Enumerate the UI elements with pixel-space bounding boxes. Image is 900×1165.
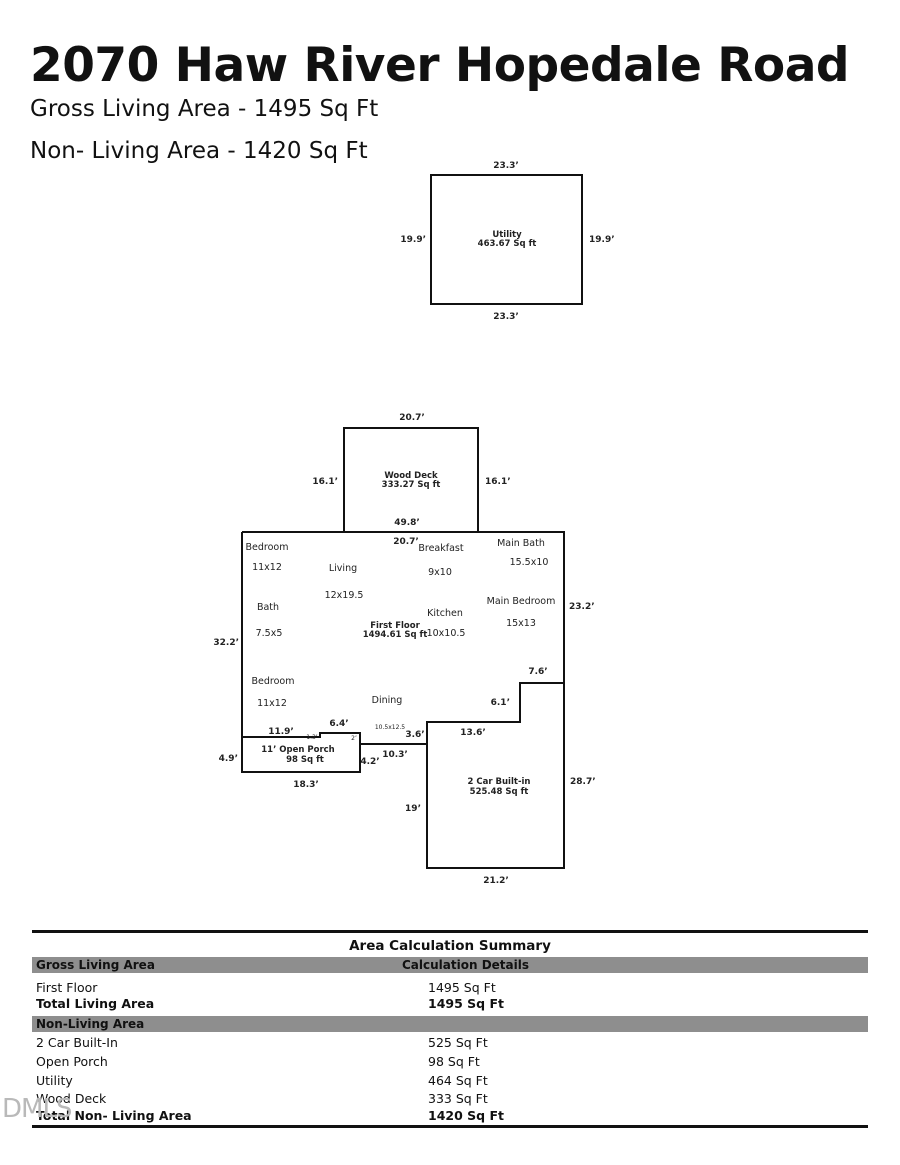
porch-label: 11’ Open Porch bbox=[261, 745, 334, 755]
room-living-size: 12x19.5 bbox=[325, 590, 364, 601]
floor-dim-deck-joint: 20.7’ bbox=[393, 537, 419, 547]
non-row-value: 333 Sq Ft bbox=[428, 1091, 488, 1106]
floor-dim-garage-top: 13.6’ bbox=[460, 728, 486, 738]
mls-watermark: DMLS bbox=[2, 1094, 72, 1124]
utility-dim-top: 23.3’ bbox=[493, 161, 519, 171]
room-main-bedroom-size: 15x13 bbox=[506, 618, 536, 629]
deck-dim-top: 20.7’ bbox=[399, 413, 425, 423]
porch-dim-top: 11.9’ bbox=[268, 727, 294, 737]
garage-label: 2 Car Built-in bbox=[468, 777, 531, 787]
non-living-area-subtitle: Non- Living Area - 1420 Sq Ft bbox=[30, 138, 368, 164]
non-row-value: 525 Sq Ft bbox=[428, 1035, 488, 1050]
gross-row-value: 1495 Sq Ft bbox=[428, 980, 496, 995]
deck-dim-right: 16.1’ bbox=[485, 477, 511, 487]
deck-dim-bottom: 49.8’ bbox=[394, 518, 420, 528]
room-bedroom-2-label: Bedroom bbox=[252, 676, 295, 687]
non-row-utility: Utility 464 Sq Ft bbox=[32, 1073, 868, 1090]
porch-dim-notch-height: 2’ bbox=[351, 735, 357, 742]
room-bedroom-2-size: 11x12 bbox=[257, 698, 287, 709]
non-row-label: Wood Deck bbox=[36, 1091, 107, 1106]
utility-dim-left: 19.9’ bbox=[400, 235, 426, 245]
garage-dim-left: 19’ bbox=[405, 804, 421, 814]
gross-living-header-label: Gross Living Area bbox=[36, 958, 155, 972]
non-row-label: Utility bbox=[36, 1073, 73, 1088]
deck-label: Wood Deck bbox=[384, 471, 438, 481]
non-living-header: Non-Living Area bbox=[32, 1016, 868, 1032]
room-bath-label: Bath bbox=[257, 602, 279, 613]
gross-row: First Floor 1495 Sq Ft bbox=[32, 980, 868, 997]
utility-outline bbox=[430, 174, 583, 305]
non-total-label: Total Non- Living Area bbox=[36, 1108, 192, 1123]
dining-dim-step: 3.6’ bbox=[405, 730, 424, 740]
non-row-garage: 2 Car Built-In 525 Sq Ft bbox=[32, 1035, 868, 1052]
porch-dim-left: 4.9’ bbox=[219, 754, 238, 764]
utility-dim-bottom: 23.3’ bbox=[493, 312, 519, 322]
utility-area: 463.67 Sq ft bbox=[478, 239, 537, 249]
calculation-details-header: Calculation Details bbox=[402, 958, 530, 972]
summary-title: Area Calculation Summary bbox=[349, 938, 551, 954]
floor-plan: 23.3’ 23.3’ 19.9’ 19.9’ Utility 463.67 S… bbox=[213, 161, 615, 886]
utility-label: Utility bbox=[492, 230, 522, 240]
floor-dim-left: 32.2’ bbox=[213, 638, 239, 648]
open-porch-outline bbox=[241, 737, 361, 773]
gross-total-value: 1495 Sq Ft bbox=[428, 996, 504, 1011]
room-dining-size: 10.5x12.5 bbox=[375, 724, 405, 731]
room-breakfast-label: Breakfast bbox=[418, 543, 463, 554]
gross-living-header: Gross Living Area Calculation Details bbox=[32, 957, 868, 973]
porch-dim-notch-small: 1.3’ bbox=[306, 734, 318, 741]
porch-dim-right: 4.2’ bbox=[360, 757, 379, 767]
porch-dim-bottom: 18.3’ bbox=[293, 780, 319, 790]
non-row-porch: Open Porch 98 Sq Ft bbox=[32, 1054, 868, 1071]
garage-area: 525.48 Sq ft bbox=[470, 787, 529, 797]
page-title: 2070 Haw River Hopedale Road bbox=[30, 38, 850, 93]
gross-total-row: Total Living Area 1495 Sq Ft bbox=[32, 996, 868, 1013]
first-floor-label: First Floor bbox=[370, 621, 420, 631]
summary-top-rule bbox=[32, 930, 868, 933]
room-bedroom-1-label: Bedroom bbox=[246, 542, 289, 553]
non-row-deck: Wood Deck 333 Sq Ft bbox=[32, 1091, 868, 1108]
garage-dim-right: 28.7’ bbox=[570, 777, 596, 787]
room-main-bath-label: Main Bath bbox=[497, 538, 545, 549]
floor-dim-step-width: 7.6’ bbox=[528, 667, 547, 677]
floor-dim-step-height: 6.1’ bbox=[491, 698, 510, 708]
floor-dim-right: 23.2’ bbox=[569, 602, 595, 612]
room-main-bedroom-label: Main Bedroom bbox=[487, 596, 556, 607]
garage-outline bbox=[426, 683, 565, 869]
non-row-label: Open Porch bbox=[36, 1054, 108, 1069]
first-floor-area: 1494.61 Sq ft bbox=[363, 630, 428, 640]
dining-dim-bottom: 10.3’ bbox=[382, 750, 408, 760]
room-kitchen-size: 10x10.5 bbox=[427, 628, 466, 639]
non-living-header-label: Non-Living Area bbox=[36, 1017, 145, 1031]
deck-area: 333.27 Sq ft bbox=[382, 480, 441, 490]
porch-dim-notch-width: 6.4’ bbox=[329, 719, 348, 729]
room-dining-label: Dining bbox=[372, 695, 403, 706]
gross-living-area-subtitle: Gross Living Area - 1495 Sq Ft bbox=[30, 96, 379, 122]
deck-dim-left: 16.1’ bbox=[312, 477, 338, 487]
room-bath-size: 7.5x5 bbox=[256, 628, 283, 639]
non-row-value: 98 Sq Ft bbox=[428, 1054, 480, 1069]
room-living-label: Living bbox=[329, 563, 357, 574]
non-row-label: 2 Car Built-In bbox=[36, 1035, 118, 1050]
room-breakfast-size: 9x10 bbox=[428, 567, 452, 578]
room-main-bath-size: 15.5x10 bbox=[510, 557, 549, 568]
garage-dim-bottom: 21.2’ bbox=[483, 876, 509, 886]
non-total-value: 1420 Sq Ft bbox=[428, 1108, 504, 1123]
gross-total-label: Total Living Area bbox=[36, 996, 155, 1011]
room-bedroom-1-size: 11x12 bbox=[252, 562, 282, 573]
gross-row-label: First Floor bbox=[36, 980, 98, 995]
utility-dim-right: 19.9’ bbox=[589, 235, 615, 245]
porch-area: 98 Sq ft bbox=[286, 755, 324, 765]
non-row-value: 464 Sq Ft bbox=[428, 1073, 488, 1088]
room-kitchen-label: Kitchen bbox=[427, 608, 463, 619]
non-total-row: Total Non- Living Area 1420 Sq Ft bbox=[32, 1108, 868, 1125]
summary-bottom-rule bbox=[32, 1125, 868, 1128]
